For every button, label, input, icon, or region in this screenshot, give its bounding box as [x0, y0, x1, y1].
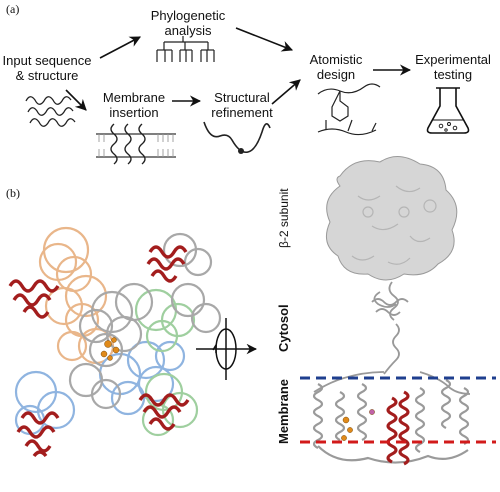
membrane-label: Membrane — [276, 378, 291, 444]
cytosolic-domain — [313, 281, 471, 395]
beta-subunit-surface — [325, 156, 458, 281]
workflow-arrows — [65, 27, 412, 111]
rotation-arrow-icon — [196, 318, 258, 380]
step-membrane-line1: Membrane — [102, 90, 166, 105]
step-atomistic-line1: Atomistic — [309, 52, 363, 67]
input-helix-icon — [25, 96, 76, 127]
step-refinement-line2: refinement — [211, 105, 273, 120]
step-input-line2: & structure — [15, 68, 79, 83]
atomistic-design-icon — [317, 83, 381, 136]
step-refinement-line1: Structural — [214, 90, 270, 105]
phylogenetic-tree-icon — [156, 36, 215, 62]
ion-side-view — [341, 409, 375, 441]
flask-icon — [426, 87, 470, 134]
step-experimental-line2: testing — [433, 67, 473, 82]
red-voltage-sensor-side — [386, 390, 410, 466]
panel-a-label: (a) — [6, 2, 20, 16]
step-input-line1: Input sequence — [2, 53, 92, 68]
panel-b-label: (b) — [6, 186, 20, 200]
orange-subunit — [38, 226, 115, 365]
channel-top-view — [8, 226, 222, 458]
arrow-input-to-membrane — [65, 89, 87, 111]
arrow-phylo-to-atomistic — [235, 27, 294, 52]
step-phylo-line1: Phylogenetic — [150, 8, 226, 23]
membrane-insertion-icon — [96, 123, 176, 165]
gray-subunit — [68, 232, 222, 410]
step-atomistic-line2: design — [316, 67, 356, 82]
ion-cluster — [100, 337, 120, 361]
beta-subunit-label: β-2 subunit — [277, 188, 291, 248]
cytosol-label: Cytosol — [276, 304, 291, 352]
step-experimental-line1: Experimental — [415, 52, 491, 67]
step-membrane-line2: insertion — [109, 105, 159, 120]
red-voltage-sensors — [8, 245, 190, 458]
step-phylo-line2: analysis — [164, 23, 212, 38]
transmembrane-domain — [312, 379, 470, 464]
arrow-input-to-phylo — [99, 36, 141, 59]
energy-landscape-icon — [203, 121, 271, 154]
arrow-refinement-to-atomistic — [271, 79, 301, 105]
